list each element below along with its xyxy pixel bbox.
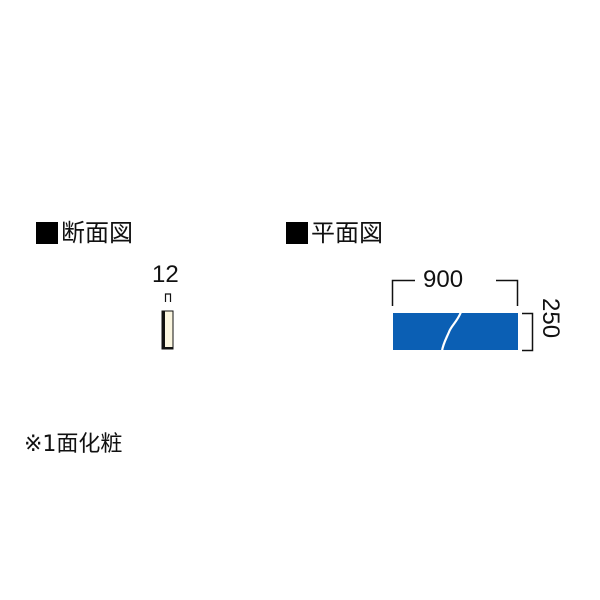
plan-view-heading: 平面図 [286,219,383,247]
thickness-bracket [164,293,172,302]
width-dimension-label: 900 [423,266,464,293]
section-view-heading: 断面図 [36,219,133,247]
square-bullet-icon [36,222,58,244]
plan-panel [393,311,518,352]
width-bracket [391,279,519,306]
thickness-dimension-label: 12 [152,261,179,288]
plan-view-title: 平面図 [311,219,383,247]
depth-bracket [522,312,534,352]
section-panel [161,310,174,350]
finish-note: ※1面化粧 [24,432,123,457]
square-bullet-icon [286,222,308,244]
section-view-title: 断面図 [61,219,133,247]
